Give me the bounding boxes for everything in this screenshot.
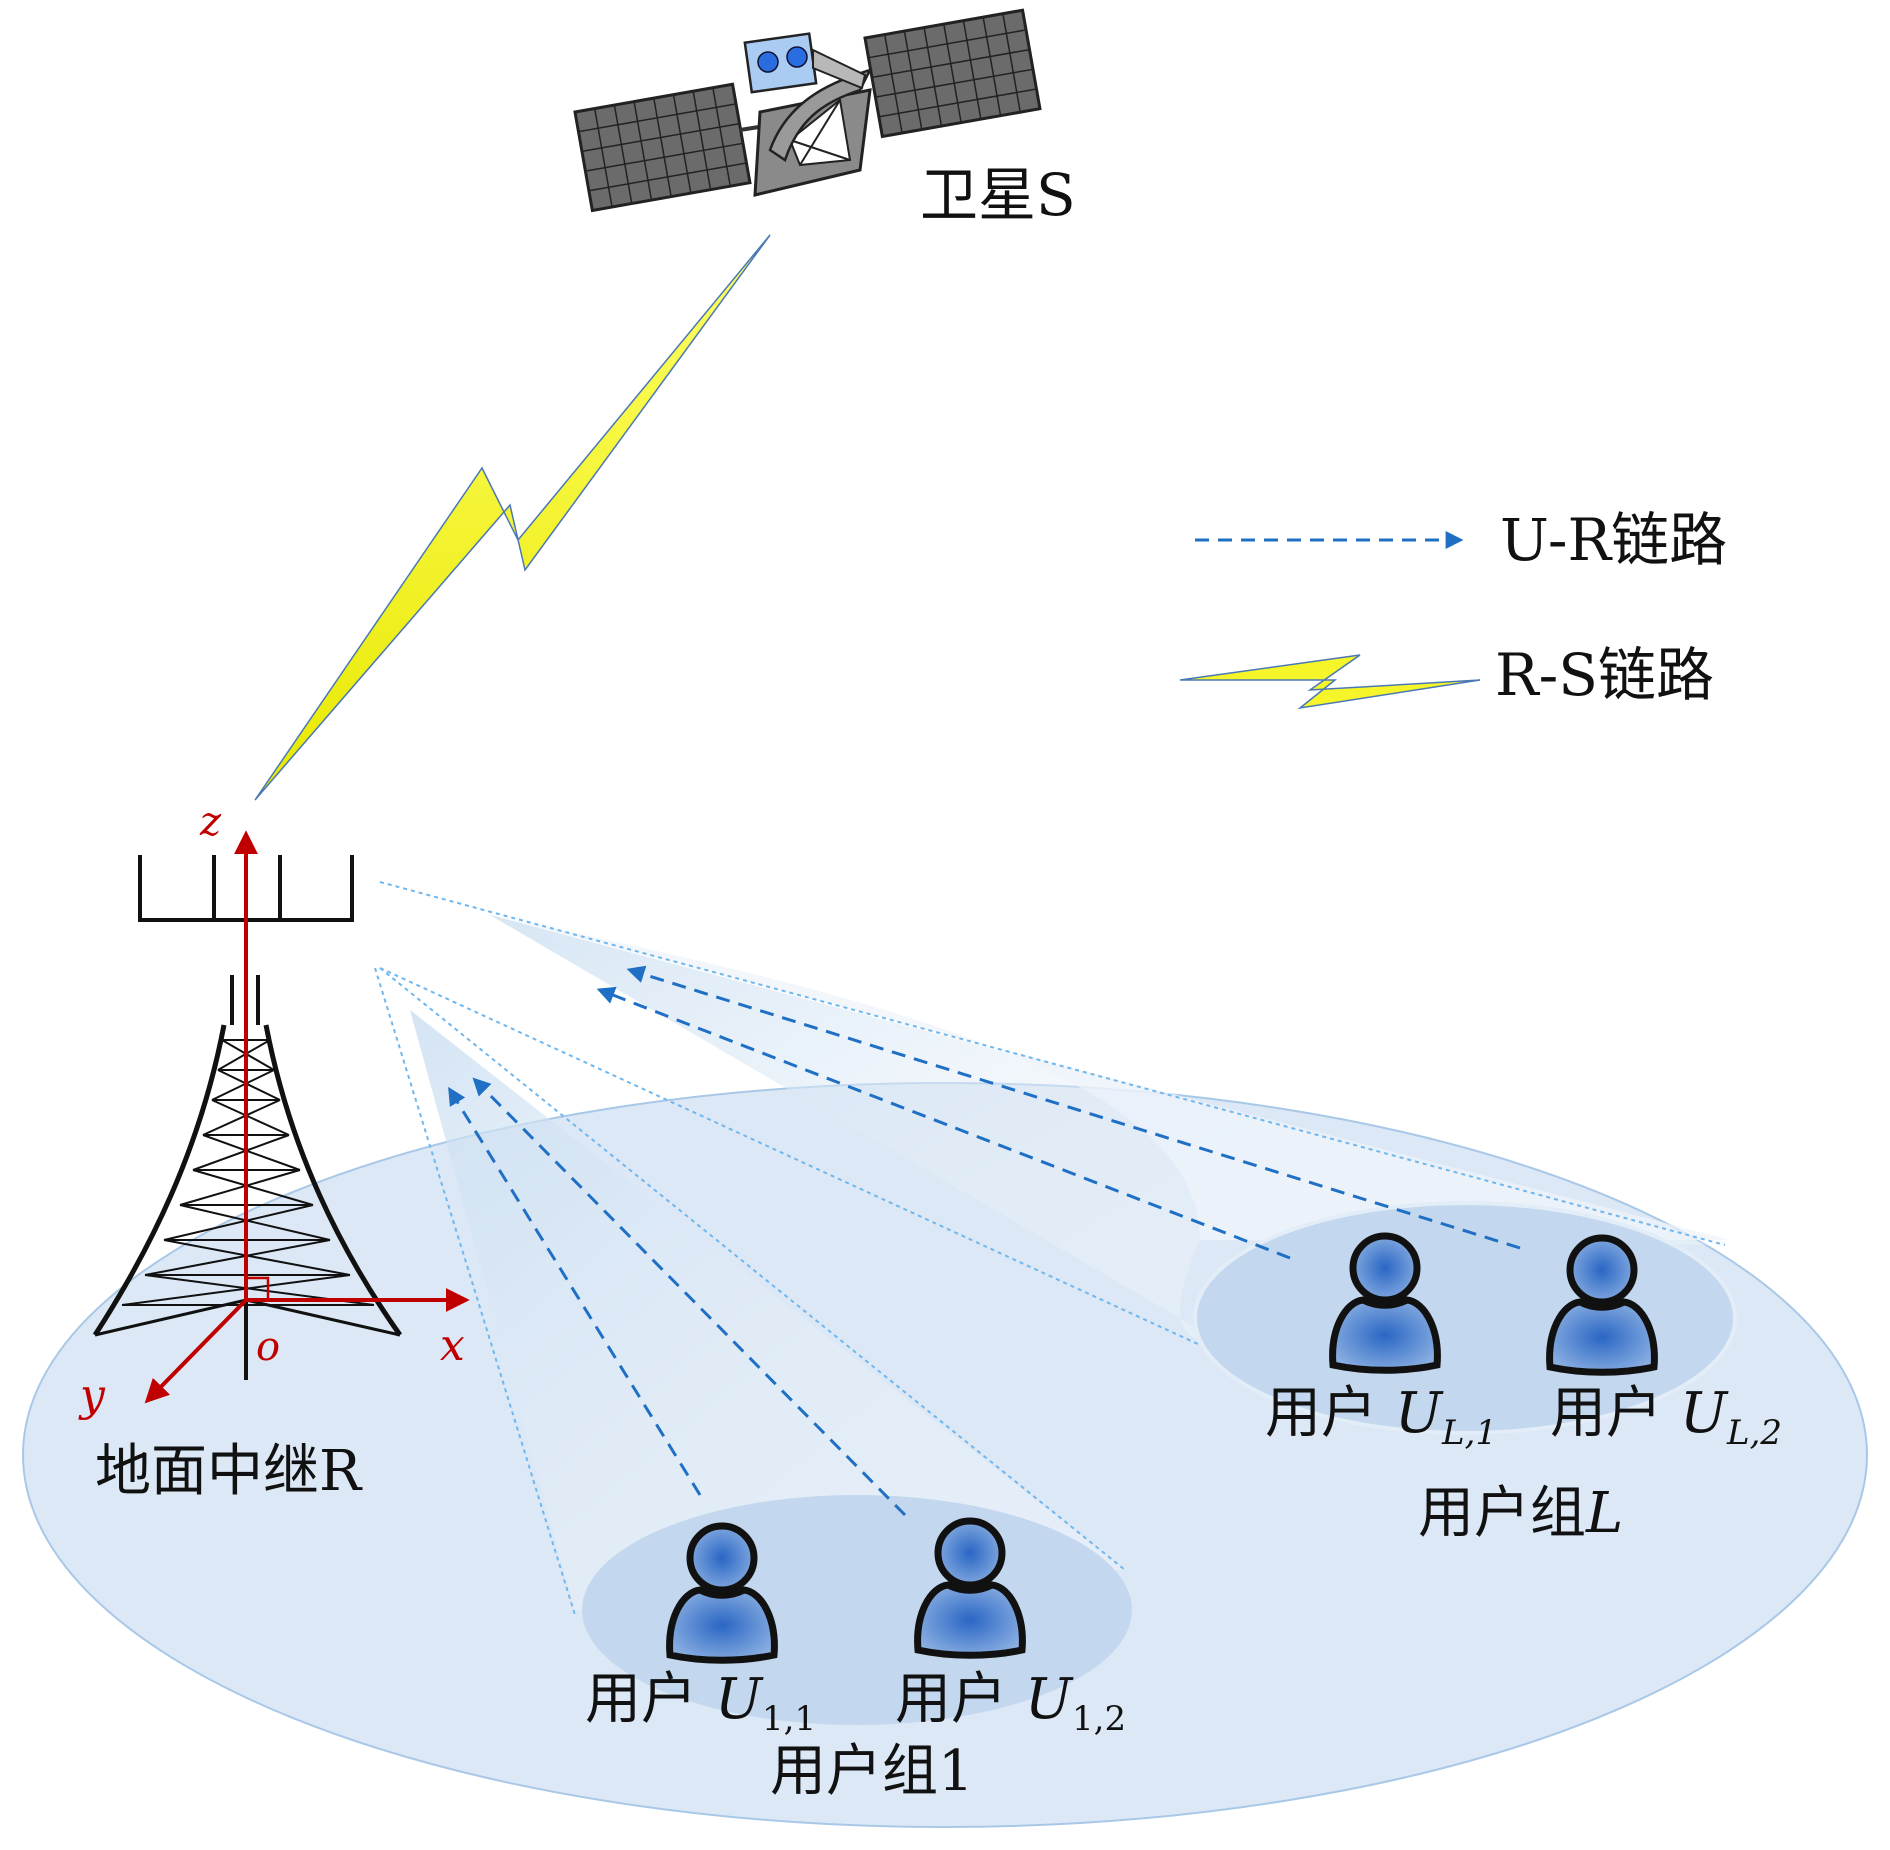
relay-label: 地面中继R bbox=[95, 1439, 363, 1504]
ur-link-u11 bbox=[448, 1086, 702, 1496]
user-group-L: 用户 UL,1 用户 UL,2 用户组L bbox=[1265, 1232, 1782, 1546]
right-angle-mark bbox=[244, 1276, 270, 1302]
group-label-1: 用户组1 bbox=[770, 1739, 974, 1804]
user-icon bbox=[914, 1517, 1026, 1659]
x-axis-label: x bbox=[440, 1320, 465, 1371]
solar-panel-right bbox=[863, 8, 1042, 139]
solar-panel-left bbox=[573, 82, 752, 213]
legend-rs-symbol bbox=[1179, 654, 1481, 710]
legend: U-R链路 R-S链路 bbox=[1179, 506, 1727, 710]
user-label-uL2: 用户 UL,2 bbox=[1550, 1381, 1782, 1453]
legend-ur-label: U-R链路 bbox=[1500, 506, 1727, 574]
satellite-label: 卫星S bbox=[920, 161, 1076, 229]
user-group-1: 用户 U1,1 用户 U1,2 用户组1 bbox=[585, 1517, 1126, 1804]
ur-link-uL2 bbox=[626, 965, 1521, 1250]
user-label-uL1: 用户 UL,1 bbox=[1265, 1381, 1497, 1453]
user-label-u11: 用户 U1,1 bbox=[585, 1667, 816, 1739]
ur-link-u12 bbox=[472, 1077, 907, 1517]
coordinate-axes bbox=[144, 830, 470, 1404]
group-label-L: 用户组L bbox=[1418, 1481, 1623, 1546]
y-axis bbox=[144, 1298, 248, 1404]
satellite bbox=[573, 8, 1042, 213]
y-axis-label: y bbox=[78, 1370, 106, 1421]
ur-link-uL1 bbox=[596, 986, 1291, 1260]
legend-rs-label: R-S链路 bbox=[1495, 641, 1714, 709]
user-icon bbox=[1329, 1232, 1441, 1374]
user-icon bbox=[1546, 1234, 1658, 1376]
rs-link bbox=[254, 234, 771, 801]
user-label-u12: 用户 U1,2 bbox=[895, 1667, 1126, 1739]
user-icon bbox=[666, 1522, 778, 1664]
beam-group-L bbox=[379, 881, 1737, 1435]
ur-links bbox=[448, 965, 1521, 1517]
origin-label: o bbox=[256, 1324, 280, 1370]
z-axis-label: z bbox=[199, 799, 222, 845]
